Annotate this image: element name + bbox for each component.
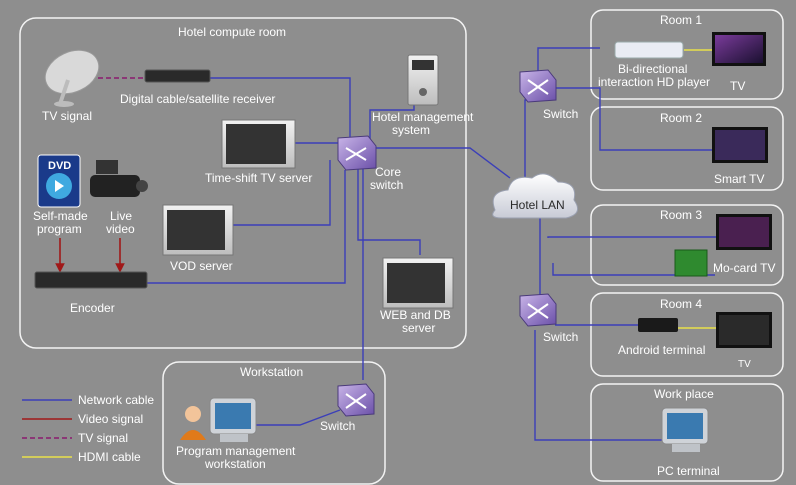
vod-label: VOD server — [170, 259, 233, 273]
hdmi-cables — [676, 49, 716, 329]
smart-tv-label: Smart TV — [714, 172, 765, 186]
switch-bottom-label: Switch — [543, 330, 579, 344]
web-db-server-icon — [382, 257, 454, 309]
tv-signal-label: TV signal — [42, 109, 93, 123]
dvd-icon — [37, 154, 81, 208]
encoder-label: Encoder — [70, 301, 115, 315]
switch-ws-label: Switch — [320, 419, 356, 433]
switch-bottom-icon — [519, 293, 557, 327]
android-terminal-icon — [638, 318, 678, 332]
hotel-mgmt-label-2: system — [392, 123, 431, 137]
tv-room4-label: TV — [738, 359, 751, 370]
timeshift-server-icon — [221, 119, 296, 169]
person-icon — [180, 406, 206, 440]
switch-top-label: Switch — [543, 107, 579, 121]
hotel-lan-cloud-icon — [492, 173, 579, 219]
pgm-ws-label-1: Program management — [176, 444, 296, 458]
core-switch-icon — [337, 135, 377, 171]
room2-title: Room 2 — [660, 111, 703, 125]
pc-terminal-icon — [661, 407, 709, 452]
hotel-mgmt-label-1: Hotel management — [372, 110, 474, 124]
workstation-box — [162, 361, 386, 485]
hd-player-icon — [614, 41, 684, 59]
room3-box — [590, 204, 784, 286]
compute-room-title: Hotel compute room — [178, 25, 287, 39]
mocard-tv-label: Mo-card TV — [713, 261, 776, 275]
legend-video-label: Video signal — [78, 412, 144, 426]
switch-workstation-icon — [337, 383, 375, 417]
compute-room-box — [19, 17, 467, 349]
room1-title: Room 1 — [660, 13, 703, 27]
room4-box — [590, 292, 784, 377]
smart-tv-icon — [712, 127, 768, 163]
tv-room1-label: TV — [730, 79, 746, 93]
core-switch-label-1: Core — [375, 165, 402, 179]
selfmade-label-1: Self-made — [33, 209, 88, 223]
workplace-title: Work place — [654, 387, 714, 401]
satellite-dish-icon — [44, 49, 100, 107]
web-db-label-1: WEB and DB — [380, 308, 451, 322]
pc-terminal-label: PC terminal — [657, 464, 720, 478]
hd-player-label-2: interaction HD player — [598, 75, 711, 89]
legend-hdmi-label: HDMI cable — [78, 450, 141, 464]
camcorder-icon — [90, 160, 148, 197]
android-label: Android terminal — [618, 343, 706, 357]
receiver-icon — [144, 69, 211, 83]
dvd-icon-text: DVD — [48, 160, 72, 172]
legend-tvsignal-label: TV signal — [78, 431, 129, 445]
web-db-label-2: server — [402, 321, 436, 335]
tv-room1-icon — [712, 32, 766, 66]
mocard-tv-icon — [674, 214, 772, 277]
room1-box — [590, 9, 784, 100]
hotel-lan-label: Hotel LAN — [510, 198, 565, 212]
pc-tower-icon — [407, 54, 439, 106]
receiver-label: Digital cable/satellite receiver — [120, 92, 276, 106]
vod-server-icon — [162, 204, 234, 256]
workstation-title: Workstation — [240, 365, 304, 379]
live-label-2: video — [106, 222, 135, 236]
room2-box — [590, 106, 784, 191]
switch-top-icon — [519, 69, 557, 103]
live-label-1: Live — [110, 209, 133, 223]
tv-room4-icon — [716, 312, 772, 348]
core-switch-label-2: switch — [370, 178, 404, 192]
room3-title: Room 3 — [660, 208, 703, 222]
legend — [22, 399, 72, 458]
legend-network-label: Network cable — [78, 393, 155, 407]
encoder-icon — [34, 271, 148, 289]
workstation-monitor-icon — [209, 397, 257, 442]
selfmade-label-2: program — [37, 222, 82, 236]
room4-title: Room 4 — [660, 297, 703, 311]
timeshift-label: Time-shift TV server — [205, 171, 313, 185]
hd-player-label-1: Bi-directional — [618, 62, 688, 76]
pgm-ws-label-2: workstation — [205, 457, 266, 471]
workplace-box — [590, 383, 784, 482]
